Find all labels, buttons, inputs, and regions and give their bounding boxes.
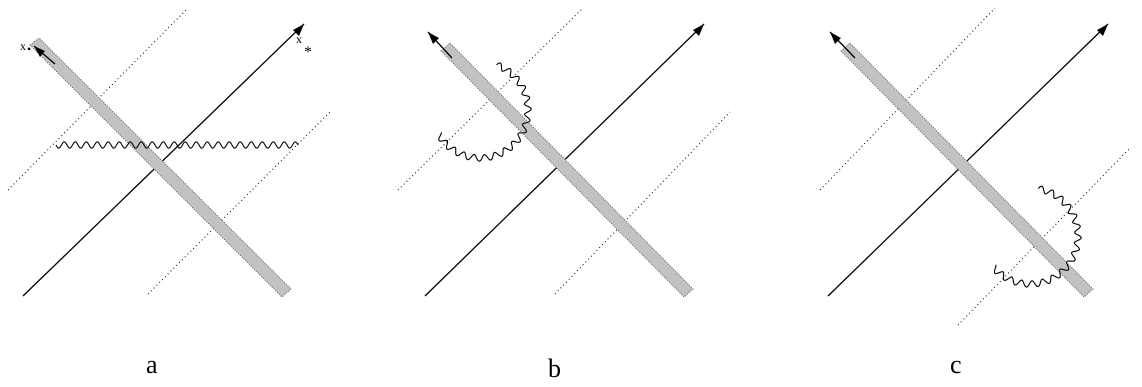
light-cone-lower [957, 147, 1131, 326]
x-plus-label: x [20, 39, 26, 53]
panel-b: b [397, 7, 731, 383]
light-cone-upper [397, 7, 584, 191]
light-cone-lower [147, 111, 331, 295]
x-plus-subscript: • [27, 42, 31, 56]
panel-label-c: c [950, 350, 962, 379]
x-plus-arrowhead [34, 46, 45, 57]
x-minus-arrowhead [293, 24, 304, 36]
panel-label-b: b [548, 354, 561, 383]
panel-label-a: a [146, 350, 158, 379]
panel-c: c [819, 7, 1131, 379]
x-minus-arrowhead [693, 24, 704, 36]
x-plus-arrowhead [830, 32, 841, 44]
shock-wave-strip [840, 42, 1094, 298]
x-minus-axis [22, 23, 305, 297]
x-minus-axis [827, 23, 1109, 297]
gluon-line [438, 62, 532, 162]
panel-a: x • x * a [7, 7, 331, 379]
shock-wave-strip [440, 42, 694, 298]
gluon-line [55, 141, 299, 149]
shock-wave-strip [29, 37, 292, 298]
x-minus-arrowhead [1097, 24, 1108, 36]
light-cone-lower [554, 111, 731, 295]
x-minus-subscript: * [304, 44, 312, 61]
x-minus-label: x [296, 32, 302, 46]
x-plus-arrowhead [428, 32, 439, 44]
gluon-line [993, 185, 1082, 288]
